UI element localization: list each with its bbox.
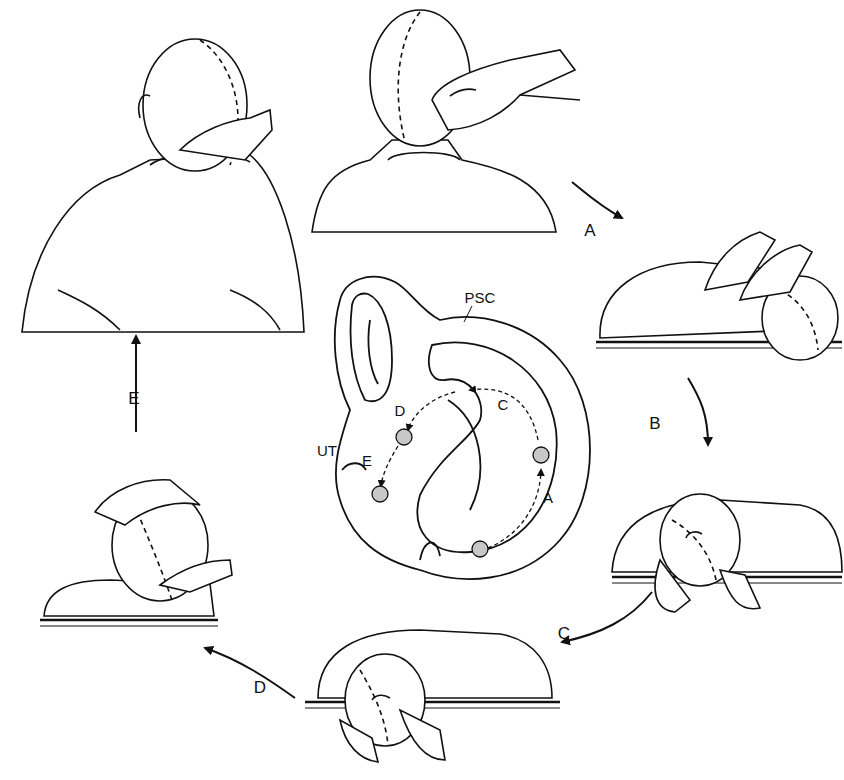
supine-figure-head-down xyxy=(400,710,445,760)
supine-figure-head-hanging xyxy=(740,245,812,300)
step-arrows xyxy=(205,648,295,698)
side-lying-figure xyxy=(40,626,218,627)
position-label: E xyxy=(362,453,372,468)
labyrinth-diagram xyxy=(351,293,392,401)
part-label: PSC xyxy=(465,290,496,305)
step-arrows xyxy=(135,336,137,432)
seated-figure-end xyxy=(22,155,304,332)
labyrinth-diagram xyxy=(368,320,378,384)
labyrinth-diagram xyxy=(448,400,480,510)
supine-figure-head-down xyxy=(340,720,378,762)
supine-figure-head-turned xyxy=(686,532,702,538)
side-lying-figure xyxy=(40,619,218,621)
supine-figure-head-down xyxy=(305,708,560,709)
otoconia-particle xyxy=(372,486,388,502)
step-arrows xyxy=(562,592,652,642)
side-lying-figure xyxy=(95,480,200,525)
labyrinth-diagram xyxy=(335,277,590,579)
otoconia-particle xyxy=(533,447,549,463)
seated-figure-start xyxy=(388,153,460,161)
labyrinth-diagram xyxy=(420,542,440,560)
otoconia-path xyxy=(408,392,455,430)
supine-figure-head-turned xyxy=(612,494,842,612)
supine-figure-head-turned xyxy=(672,520,716,580)
step-arrows xyxy=(572,182,622,218)
otoconia-particle xyxy=(396,429,412,445)
seated-figure-start xyxy=(398,12,420,142)
position-label: A xyxy=(543,490,553,505)
seated-figure-end xyxy=(180,110,272,160)
label-leader xyxy=(464,306,472,322)
seated-figure-end xyxy=(58,290,120,330)
otoconia-particle xyxy=(372,429,549,557)
otoconia-path xyxy=(488,470,541,548)
step-label: B xyxy=(649,415,660,432)
labyrinth-diagram xyxy=(417,342,556,552)
position-label: C xyxy=(498,397,509,412)
supine-figure-head-hanging xyxy=(780,290,818,350)
step-label: E xyxy=(128,390,139,407)
seated-figure-start xyxy=(312,140,556,232)
step-label: A xyxy=(584,222,595,239)
supine-figure-head-turned xyxy=(655,560,690,612)
seated-figure-end xyxy=(230,290,280,330)
labyrinth-diagram xyxy=(335,277,590,579)
seated-figure-start xyxy=(432,50,575,130)
side-lying-figure xyxy=(160,560,232,592)
seated-figure-end xyxy=(139,95,150,118)
supine-figure-head-hanging xyxy=(596,232,842,360)
otoconia-particle xyxy=(472,541,488,557)
supine-figure-head-turned xyxy=(720,570,760,609)
supine-figure-head-down xyxy=(372,695,390,700)
supine-figure-head-down xyxy=(305,701,560,703)
seated-figure-start xyxy=(312,10,580,232)
seated-figure-end xyxy=(22,39,304,332)
label-leader xyxy=(464,306,472,322)
step-label: C xyxy=(558,625,570,642)
seated-figure-start xyxy=(450,89,476,96)
position-label: D xyxy=(395,403,406,418)
step-arrows xyxy=(688,378,708,445)
otoconia-path xyxy=(470,389,538,440)
seated-figure-start xyxy=(520,95,580,100)
step-label: D xyxy=(254,679,266,696)
part-label: UT xyxy=(317,443,337,458)
step-arrows xyxy=(136,182,708,698)
side-lying-figure xyxy=(40,480,232,626)
otoconia-path xyxy=(381,389,541,548)
supine-figure-head-down xyxy=(305,630,560,762)
otoconia-path xyxy=(381,446,398,486)
